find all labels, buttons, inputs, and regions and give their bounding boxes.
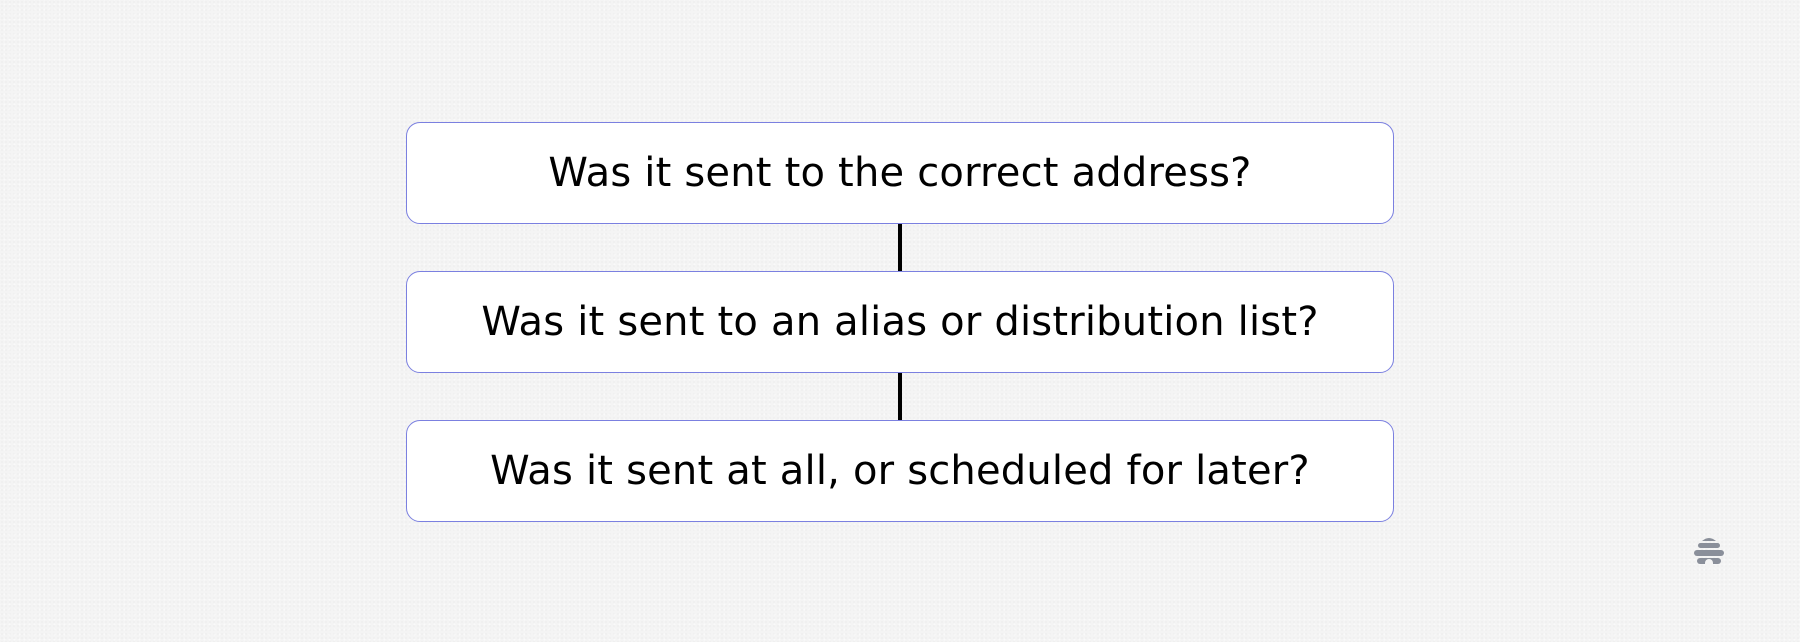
step-box-2: Was it sent to an alias or distribution … xyxy=(406,271,1394,373)
connector-line-1 xyxy=(898,224,902,271)
step-label-3: Was it sent at all, or scheduled for lat… xyxy=(490,448,1310,494)
beehive-logo-icon xyxy=(1692,534,1726,570)
step-label-1: Was it sent to the correct address? xyxy=(548,150,1252,196)
step-label-2: Was it sent to an alias or distribution … xyxy=(481,299,1319,345)
step-box-3: Was it sent at all, or scheduled for lat… xyxy=(406,420,1394,522)
connector-line-2 xyxy=(898,373,902,420)
question-flow: Was it sent to the correct address? Was … xyxy=(406,122,1394,522)
step-box-1: Was it sent to the correct address? xyxy=(406,122,1394,224)
